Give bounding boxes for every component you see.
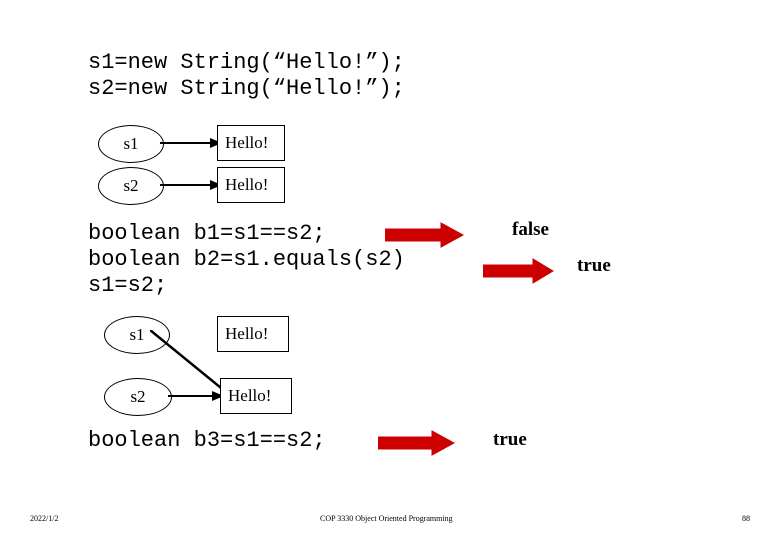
var-s2-top: s2 — [98, 167, 164, 205]
object-hello-2: Hello! — [217, 167, 285, 203]
arrow-s2-to-object-2 — [160, 169, 222, 201]
red-arrow-icon-3 — [377, 430, 456, 456]
red-arrow-icon-2 — [482, 258, 555, 284]
object-hello-1: Hello! — [217, 125, 285, 161]
footer-date: 2022/1/2 — [30, 514, 59, 523]
red-arrow-icon-1 — [384, 222, 465, 248]
code-block-middle: boolean b1=s1==s2; boolean b2=s1.equals(… — [88, 221, 405, 298]
object-hello-3: Hello! — [217, 316, 289, 352]
object-hello-4: Hello! — [220, 378, 292, 414]
result-true-2: true — [493, 429, 527, 450]
result-false: false — [512, 219, 549, 240]
code-block-top: s1=new String(“Hello!”); s2=new String(“… — [88, 50, 405, 101]
var-s1-top: s1 — [98, 125, 164, 163]
footer-course: COP 3330 Object Oriented Programming — [320, 514, 453, 523]
footer-page-number: 88 — [742, 514, 750, 523]
result-true-1: true — [577, 255, 611, 276]
var-s2-bottom: s2 — [104, 378, 172, 416]
var-s1-bottom: s1 — [104, 316, 170, 354]
code-block-bottom: boolean b3=s1==s2; — [88, 428, 326, 453]
arrow-s1-to-object-1 — [160, 127, 222, 159]
arrow-s2-to-object-4 — [168, 380, 224, 412]
